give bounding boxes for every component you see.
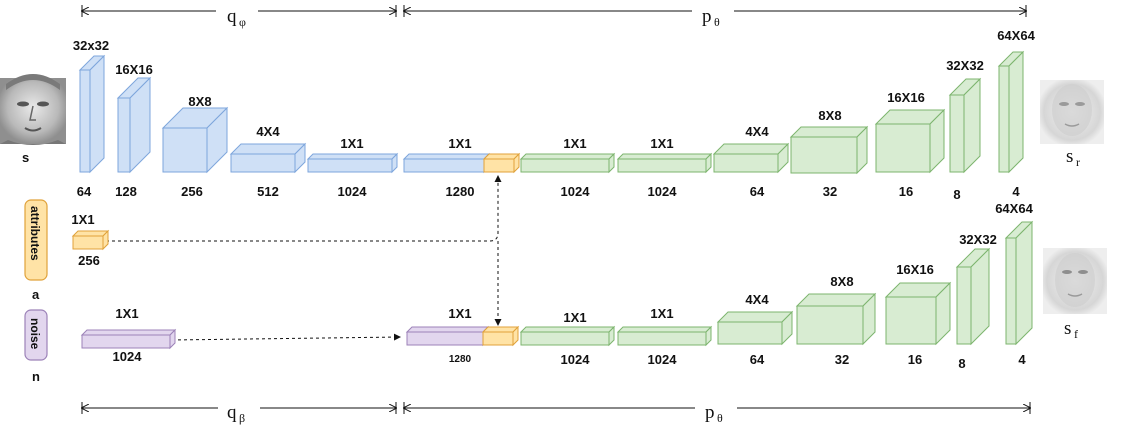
top-block-10	[874, 108, 946, 174]
top-block-channels-5: 1280	[446, 184, 475, 199]
bottom-block-3	[716, 310, 794, 346]
attributes-tag-label: attributes	[28, 206, 42, 261]
bottom-block-channels-0: 1280	[449, 354, 472, 365]
top-block-size-8: 4X4	[745, 124, 769, 139]
input-face-image	[0, 74, 66, 145]
attributes-size: 1X1	[71, 212, 94, 227]
top-block-9	[789, 125, 869, 175]
bottom-block-size-3: 4X4	[745, 292, 769, 307]
top-encoder-sub: φ	[239, 15, 246, 29]
bottom-block-6	[955, 247, 991, 346]
top-block-channels-7: 1024	[648, 184, 678, 199]
top-block-5	[402, 152, 491, 174]
top-block-0	[78, 54, 106, 174]
bottom-block-5	[884, 281, 952, 346]
input-label: s	[22, 150, 29, 165]
bottom-block-size-6: 32X32	[959, 232, 997, 247]
top-block-channels-4: 1024	[338, 184, 368, 199]
top-block-channels-10: 16	[899, 184, 913, 199]
noise-block	[80, 328, 177, 350]
top-block-size-9: 8X8	[818, 108, 841, 123]
bottom-block-size-4: 8X8	[830, 274, 853, 289]
bottom-block-1	[519, 325, 616, 347]
noise-channels: 1024	[113, 349, 143, 364]
top-block-size-3: 4X4	[256, 124, 280, 139]
bottom-block-channels-3: 64	[750, 352, 765, 367]
top-block-4	[306, 152, 399, 174]
dashed-connectors	[106, 175, 502, 341]
top-block-size-0: 32x32	[73, 38, 109, 53]
noise-tag: noise	[24, 309, 48, 361]
top-block-6	[519, 152, 616, 174]
bottom-block-size-1: 1X1	[563, 310, 586, 325]
top-block-channels-2: 256	[181, 184, 203, 199]
top-block-channels-11: 8	[953, 187, 960, 202]
top-encoder-label: q	[227, 6, 237, 27]
top-span-arrows: q φ p θ	[82, 0, 1026, 29]
top-attr-segment	[482, 152, 521, 174]
output-reconstructed-label: s	[1066, 146, 1073, 167]
bottom-block-channels-7: 4	[1018, 352, 1026, 367]
bottom-span-arrows: q β p θ	[82, 396, 1030, 425]
top-block-size-12: 64X64	[997, 28, 1035, 43]
top-decoder-sub: θ	[714, 15, 720, 29]
top-block-8	[712, 142, 790, 174]
bottom-block-channels-4: 32	[835, 352, 849, 367]
attributes-block	[71, 229, 110, 251]
bottom-block-0	[405, 325, 490, 347]
bottom-block-size-2: 1X1	[650, 306, 673, 321]
bottom-block-channels-2: 1024	[648, 352, 678, 367]
top-block-size-6: 1X1	[563, 136, 586, 151]
attributes-var: a	[32, 287, 40, 302]
bottom-encoder-sub: β	[239, 411, 245, 425]
bottom-block-channels-6: 8	[958, 356, 965, 371]
top-block-channels-1: 128	[115, 184, 137, 199]
top-block-channels-0: 64	[77, 184, 92, 199]
bottom-decoder-label: p	[705, 402, 715, 423]
top-block-channels-12: 4	[1012, 184, 1020, 199]
output-generated-sub: f	[1074, 327, 1078, 341]
top-block-size-7: 1X1	[650, 136, 673, 151]
top-block-size-2: 8X8	[188, 94, 211, 109]
top-decoder-label: p	[702, 6, 712, 27]
top-block-channels-9: 32	[823, 184, 837, 199]
top-block-size-1: 16X16	[115, 62, 153, 77]
bottom-block-size-0: 1X1	[448, 306, 471, 321]
attributes-tag: attributes	[24, 199, 48, 281]
bottom-encoder-label: q	[227, 402, 237, 423]
output-face-reconstructed	[1040, 80, 1104, 144]
bottom-decoder-sub: θ	[717, 411, 723, 425]
top-block-channels-6: 1024	[561, 184, 591, 199]
top-block-12	[997, 50, 1025, 174]
top-block-1	[116, 76, 152, 174]
output-reconstructed-sub: r	[1076, 155, 1080, 169]
top-block-size-4: 1X1	[340, 136, 363, 151]
bottom-block-2	[616, 325, 713, 347]
bottom-block-channels-5: 16	[908, 352, 922, 367]
blocks-layer: 32x32 64 16X16 128 8X8 256 4X4 512 1X1 1024 1X1 128…	[71, 28, 1035, 371]
output-face-generated	[1043, 248, 1107, 314]
top-block-channels-8: 64	[750, 184, 765, 199]
top-block-3	[229, 142, 307, 174]
top-block-7	[616, 152, 713, 174]
top-block-size-10: 16X16	[887, 90, 925, 105]
bottom-block-4	[795, 292, 877, 346]
top-block-11	[948, 77, 982, 174]
noise-tag-label: noise	[28, 318, 42, 350]
attributes-channels: 256	[78, 253, 100, 268]
noise-var: n	[32, 369, 40, 384]
bottom-block-7	[1004, 220, 1034, 346]
bottom-block-channels-1: 1024	[561, 352, 591, 367]
top-block-2	[161, 106, 229, 174]
bottom-attr-segment	[481, 325, 520, 347]
bottom-block-size-5: 16X16	[896, 262, 934, 277]
noise-size: 1X1	[115, 306, 138, 321]
top-block-size-11: 32X32	[946, 58, 984, 73]
bottom-block-size-7: 64X64	[995, 201, 1033, 216]
output-generated-label: s	[1064, 318, 1071, 339]
top-block-size-5: 1X1	[448, 136, 471, 151]
top-block-channels-3: 512	[257, 184, 279, 199]
